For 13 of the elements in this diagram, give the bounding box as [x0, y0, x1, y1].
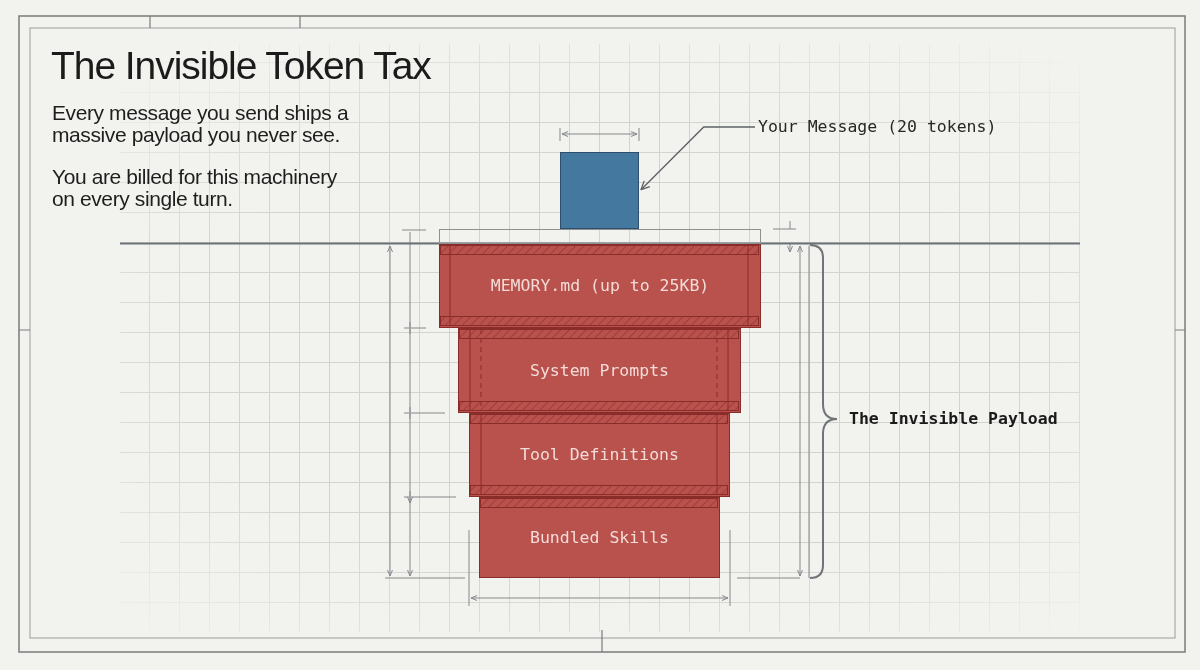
layer-label: MEMORY.md (up to 25KB)	[490, 276, 710, 296]
tray-outline	[439, 229, 761, 244]
bracket-label: The Invisible Payload	[849, 408, 1058, 430]
message-block	[560, 152, 639, 229]
layer-label: Bundled Skills	[529, 527, 670, 548]
description-text: Every message you send ships a massive payload you never see.	[52, 102, 350, 146]
callout-label: Your Message (20 tokens)	[758, 116, 997, 138]
leader-line	[640, 126, 756, 191]
title: The Invisible Token Tax	[51, 46, 431, 85]
layer-label: System Prompts	[529, 360, 670, 381]
layer-label: Tool Definitions	[520, 445, 679, 465]
description-text: You are billed for this machinery on every single turn.	[52, 166, 338, 210]
payload-layer	[479, 497, 720, 578]
